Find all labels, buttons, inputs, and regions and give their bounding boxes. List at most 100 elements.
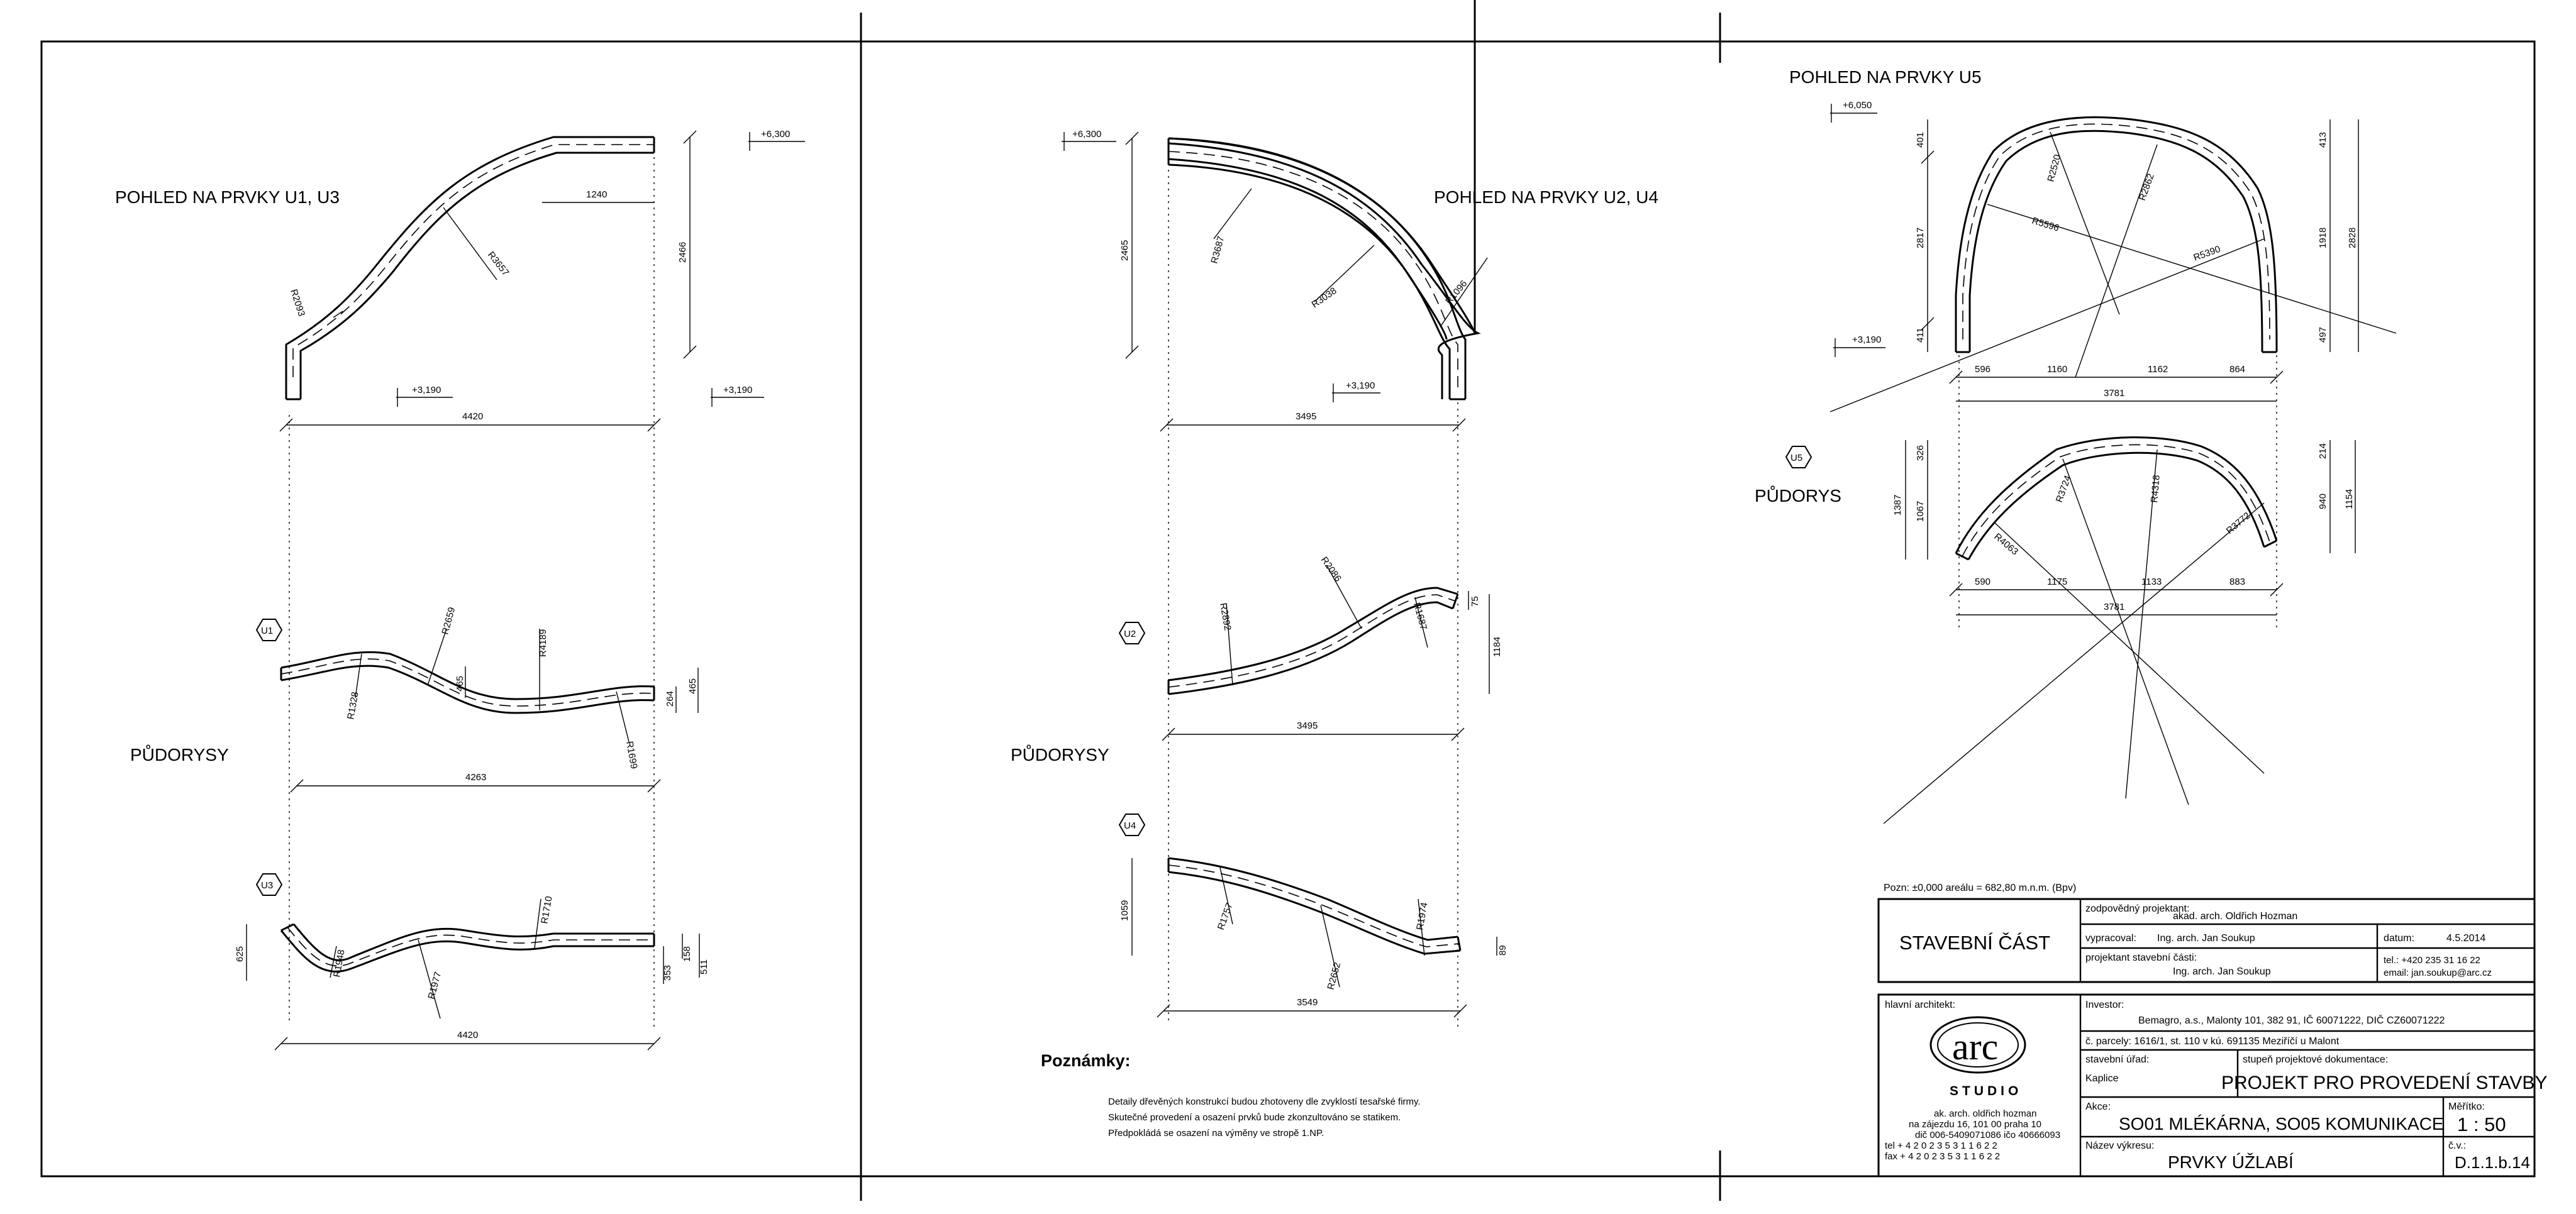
label: Investor: bbox=[2085, 1000, 2124, 1010]
radius-label: R2652 bbox=[1325, 961, 1343, 991]
building-office: Kaplice bbox=[2085, 1073, 2119, 1084]
u13-elevation-profile bbox=[285, 136, 655, 400]
sheet-border bbox=[40, 40, 2536, 1178]
dimension-label: 2828 bbox=[2347, 228, 2358, 248]
dimension-label: 1184 bbox=[1492, 637, 1502, 657]
dimension-label: 3495 bbox=[1297, 720, 1318, 731]
element-tag-u2: U2 bbox=[1118, 622, 1146, 644]
radius-label: R3772 bbox=[2224, 510, 2253, 536]
u1-plan-profile bbox=[280, 651, 655, 714]
svg-text:U1: U1 bbox=[261, 626, 273, 636]
notes-heading: Poznámky: bbox=[1041, 1051, 1131, 1070]
dimension-label: 75 bbox=[1470, 596, 1480, 607]
investor: Bemagro, a.s., Malonty 101, 382 91, IČ 6… bbox=[2138, 1014, 2445, 1026]
dimension-label: 864 bbox=[2229, 364, 2245, 375]
structural-designer: Ing. arch. Jan Soukup bbox=[2173, 966, 2271, 977]
radius-label: R1974 bbox=[1414, 902, 1430, 930]
date: 4.5.2014 bbox=[2446, 933, 2485, 944]
dimension-label: 1059 bbox=[1119, 900, 1130, 921]
dimension-label: 1154 bbox=[2344, 489, 2355, 509]
radius-label: R1757 bbox=[1216, 902, 1235, 931]
svg-text:arc: arc bbox=[1952, 1026, 1998, 1068]
radius-label: R1710 bbox=[539, 895, 554, 924]
radius-label: R4318 bbox=[2149, 475, 2162, 504]
arc-studio-logo: arc STUDIO bbox=[1929, 1016, 2026, 1098]
dimension-label: 4420 bbox=[457, 1030, 478, 1040]
label: stavební úřad: bbox=[2085, 1054, 2149, 1065]
element-tag-u4: U4 bbox=[1118, 814, 1146, 836]
label: Název výkresu: bbox=[2085, 1140, 2154, 1151]
dimension-label: 1160 bbox=[2047, 364, 2067, 375]
dimension-label: 1387 bbox=[1892, 495, 1903, 516]
element-tag-u5: U5 bbox=[1785, 446, 1813, 468]
svg-text:U5: U5 bbox=[1790, 453, 1802, 463]
dimension-label: 353 bbox=[662, 965, 673, 981]
level-mark: +6,050 bbox=[1830, 100, 1877, 123]
section-title: STAVEBNÍ ČÁST bbox=[1899, 932, 2050, 954]
label: stupeň projektové dokumentace: bbox=[2243, 1054, 2388, 1065]
radius-label: R1687 bbox=[1411, 602, 1429, 631]
title-block-lower: hlavní architekt: arc STUDIO ak. arch. o… bbox=[1877, 993, 2547, 1178]
designer-email: email: jan.soukup@arc.cz bbox=[2384, 968, 2492, 978]
svg-text:U2: U2 bbox=[1124, 629, 1136, 639]
radius-label: R2093 bbox=[288, 288, 307, 317]
view-title-plans-left: PŮDORYSY bbox=[130, 744, 229, 764]
dimension-label: 89 bbox=[1497, 945, 1508, 956]
dimension-label: 2817 bbox=[1915, 228, 1926, 248]
radius-label: R4063 bbox=[1992, 531, 2020, 557]
dimension-label: 4420 bbox=[462, 411, 483, 422]
label: č.v.: bbox=[2448, 1140, 2466, 1151]
dimension-label: 497 bbox=[2318, 327, 2328, 343]
svg-text:+6,300: +6,300 bbox=[1072, 129, 1101, 140]
level-mark: +3,190 bbox=[1332, 380, 1380, 402]
level-mark: +3,190 bbox=[711, 385, 764, 407]
level-mark: +6,300 bbox=[1062, 129, 1116, 151]
dimension-label: 413 bbox=[2318, 132, 2328, 148]
dimension-label: 1133 bbox=[2141, 577, 2162, 587]
level-mark: +3,190 bbox=[396, 385, 453, 407]
dimension-label: 1162 bbox=[2148, 364, 2168, 375]
studio-address: dič 006-5409071086 ičo 40666093 bbox=[1915, 1130, 2060, 1140]
radius-label: R3038 bbox=[1310, 285, 1339, 310]
dimension-label: 2465 bbox=[1119, 240, 1130, 261]
radius-label: R5596 bbox=[2031, 216, 2060, 234]
svg-text:+3,190: +3,190 bbox=[1346, 380, 1375, 391]
scale: 1 : 50 bbox=[2457, 1113, 2506, 1135]
label: vypracoval: bbox=[2085, 933, 2136, 944]
note-line: Skutečné provedení a osazení prvků bude … bbox=[1108, 1112, 1401, 1123]
project-name: SO01 MLÉKÁRNA, SO05 KOMUNIKACE bbox=[2119, 1114, 2444, 1134]
radius-label: R3657 bbox=[486, 250, 511, 278]
studio-address: ak. arch. oldřich hozman bbox=[1934, 1108, 2036, 1119]
svg-text:+6,300: +6,300 bbox=[761, 129, 790, 140]
view-title-plans-middle: PŮDORYSY bbox=[1011, 744, 1109, 764]
dimension-label: 401 bbox=[1915, 132, 1926, 148]
u4-plan-profile bbox=[1167, 857, 1462, 955]
studio-address: na zájezdu 16, 101 00 praha 10 bbox=[1909, 1119, 2041, 1130]
radius-label: R2520 bbox=[2045, 153, 2063, 183]
element-tag-u3: U3 bbox=[255, 873, 283, 896]
dimension-label: 465 bbox=[687, 678, 698, 694]
dimension-label: 1240 bbox=[586, 189, 607, 200]
elevation-note: Pozn: ±0,000 areálu = 682,80 m.n.m. (Bpv… bbox=[1884, 883, 2076, 893]
label: projektant stavební části: bbox=[2085, 952, 2197, 963]
studio-phone: tel + 4 2 0 2 3 5 3 1 1 6 2 2 bbox=[1885, 1140, 1997, 1151]
dimension-label: 465 bbox=[455, 676, 465, 692]
label: Měřítko: bbox=[2448, 1101, 2485, 1112]
radius-label: R4189 bbox=[538, 629, 548, 657]
element-tag-u1: U1 bbox=[255, 619, 283, 641]
drawn-by: Ing. arch. Jan Soukup bbox=[2157, 933, 2255, 944]
dimension-label: 940 bbox=[2318, 494, 2328, 509]
level-mark: +6,300 bbox=[748, 129, 805, 151]
designer-phone: tel.: +420 235 31 16 22 bbox=[2384, 955, 2480, 966]
radius-label: R3724 bbox=[2054, 474, 2074, 504]
radius-label: R1948 bbox=[331, 949, 347, 978]
dimension-label: 596 bbox=[1975, 364, 1990, 375]
view-title-u2-u4: POHLED NA PRVKY U2, U4 bbox=[1434, 187, 1658, 207]
dimension-label: 3549 bbox=[1297, 997, 1318, 1008]
svg-text:+3,190: +3,190 bbox=[723, 385, 752, 395]
dimension-label: 3781 bbox=[2104, 388, 2124, 399]
radius-label: R1977 bbox=[426, 971, 443, 1000]
dimension-label: 3781 bbox=[2104, 602, 2124, 612]
radius-label: R1699 bbox=[624, 741, 639, 770]
